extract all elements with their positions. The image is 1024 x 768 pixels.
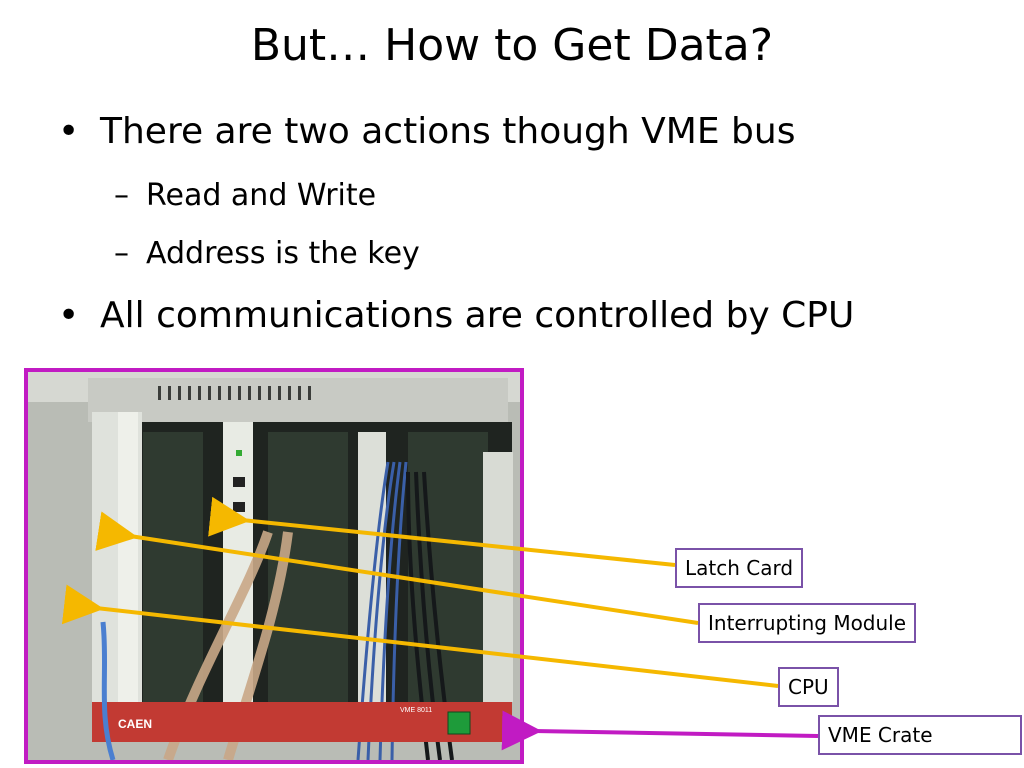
callout-latch-card: Latch Card <box>675 548 804 588</box>
slide-title: But… How to Get Data? <box>250 20 774 71</box>
bullet-text: All communications are controlled by CPU <box>100 295 855 336</box>
bullet-text: There are two actions though VME bus <box>100 111 796 152</box>
callout-interrupting-module: Interrupting Module <box>698 603 917 643</box>
sub-bullet-text: Read and Write <box>146 178 377 213</box>
vme-crate-photo: CAEN VME 8011 <box>24 368 524 764</box>
crate-model-label: VME 8011 <box>400 707 432 714</box>
bullet-marker: • <box>58 111 80 152</box>
callout-cpu: CPU <box>778 667 839 707</box>
sub-bullet-marker: – <box>114 236 129 271</box>
crate-illustration: CAEN VME 8011 <box>28 372 520 760</box>
vme-crate-arrow <box>501 710 819 751</box>
sub-bullet-marker: – <box>114 178 129 213</box>
crate-brand-label: CAEN <box>118 717 152 731</box>
bullet-marker: • <box>58 295 80 336</box>
sub-bullet-text: Address is the key <box>146 236 420 271</box>
callout-vme-crate: VME Crate <box>818 715 1022 755</box>
